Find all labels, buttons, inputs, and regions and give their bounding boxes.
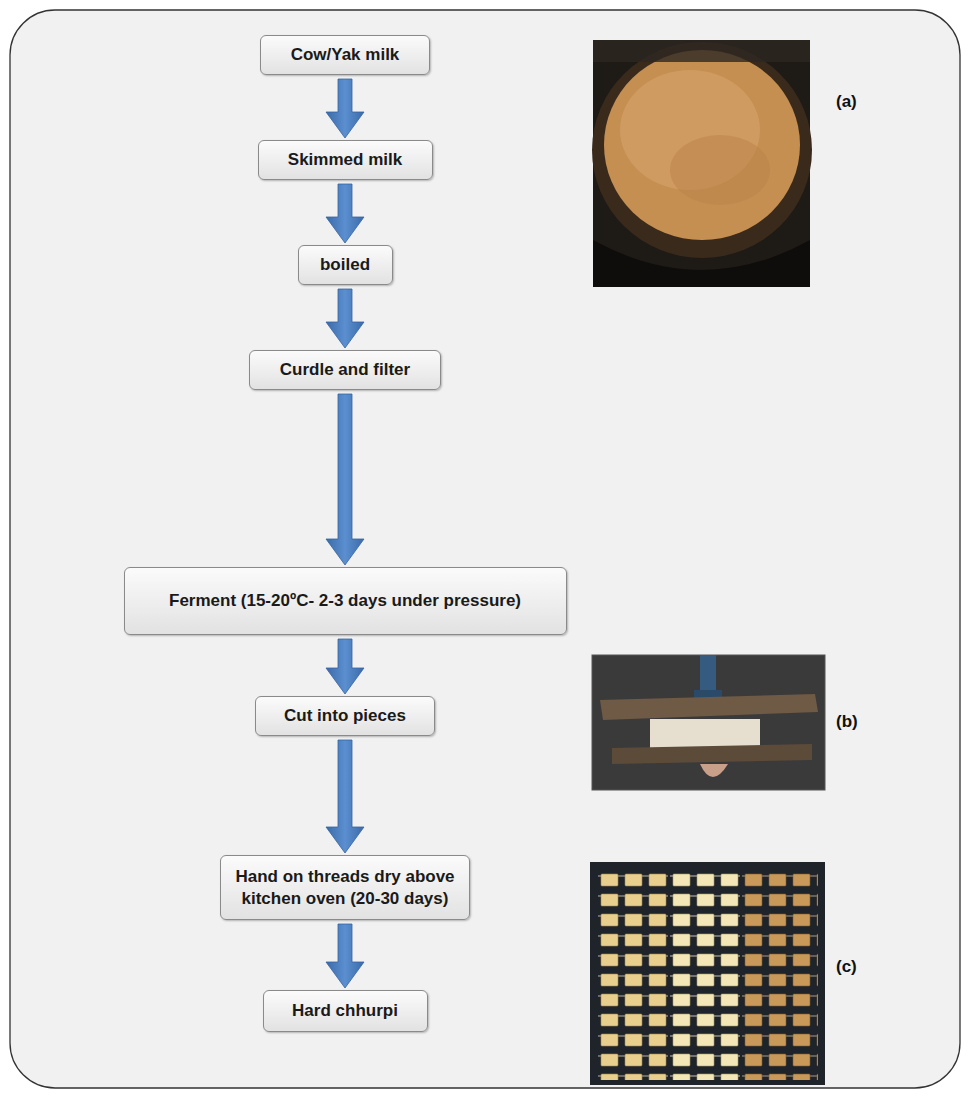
block-arrow — [326, 79, 364, 138]
panel-letter: (a) — [836, 92, 857, 112]
outer-panel — [10, 10, 960, 1088]
block-arrow — [326, 394, 364, 565]
process-box: Ferment (15-20ºC- 2-3 days under pressur… — [124, 567, 567, 635]
box-text: boiled — [320, 254, 370, 275]
photo-milk-pan — [592, 40, 812, 287]
block-arrow — [326, 740, 364, 853]
photo-drying-chhurpi — [590, 862, 825, 1085]
box-text: Skimmed milk — [288, 149, 402, 170]
block-arrow — [326, 924, 364, 988]
process-box: boiled — [298, 245, 393, 285]
box-text: Cow/Yak milk — [291, 44, 400, 65]
process-box: Cow/Yak milk — [260, 35, 430, 75]
panel-letter: (b) — [836, 712, 858, 732]
process-box: Curdle and filter — [249, 350, 441, 390]
photo-press — [592, 655, 825, 790]
box-text: Curdle and filter — [280, 359, 410, 380]
box-text: Cut into pieces — [284, 705, 406, 726]
process-box: Hand on threads dry above kitchen oven (… — [220, 855, 470, 920]
process-box: Skimmed milk — [258, 140, 433, 180]
process-box: Cut into pieces — [255, 696, 435, 736]
box-text: Hard chhurpi — [292, 1000, 398, 1021]
block-arrow — [326, 184, 364, 243]
box-text: Ferment (15-20ºC- 2-3 days under pressur… — [169, 590, 521, 611]
box-text: Hand on threads dry above kitchen oven (… — [234, 866, 456, 909]
block-arrow — [326, 639, 364, 694]
panel-letter: (c) — [836, 957, 857, 977]
process-box: Hard chhurpi — [263, 990, 428, 1032]
block-arrow — [326, 289, 364, 348]
